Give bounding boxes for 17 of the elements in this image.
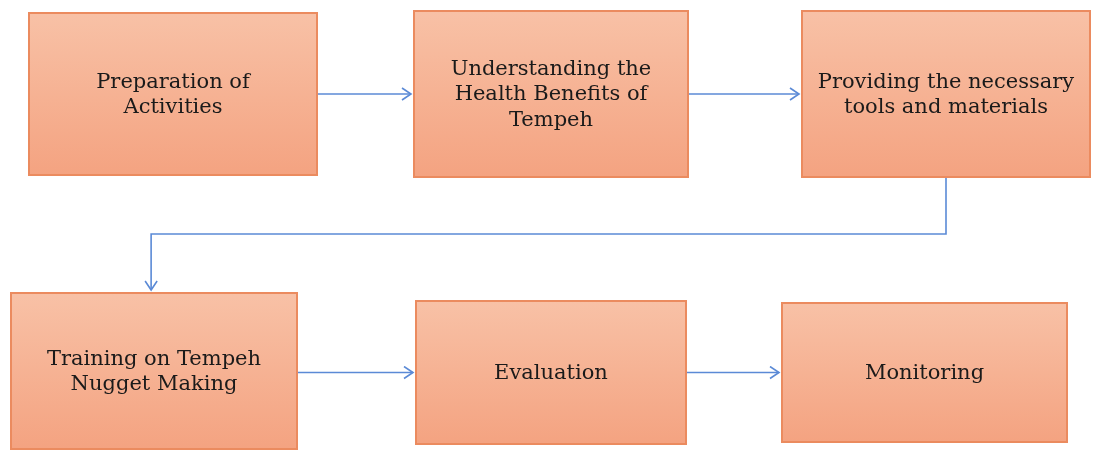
arrow bbox=[297, 365, 414, 380]
box-label: Evaluation bbox=[494, 359, 608, 386]
process-box bbox=[415, 300, 687, 445]
arrow bbox=[686, 365, 780, 380]
box-label: Providing the necessary tools and materials bbox=[817, 68, 1075, 120]
box-label: Preparation of Activities bbox=[95, 68, 252, 120]
process-box bbox=[28, 12, 318, 176]
process-box bbox=[781, 302, 1068, 443]
process-box bbox=[801, 10, 1091, 178]
box-label: Monitoring bbox=[864, 359, 985, 386]
box-label: Training on Tempeh Nugget Making bbox=[45, 345, 263, 397]
arrow bbox=[144, 177, 947, 291]
box-label: Understanding the Health Benefits of Tempeh bbox=[449, 56, 653, 132]
process-box bbox=[413, 10, 689, 178]
arrow bbox=[317, 87, 412, 101]
arrow bbox=[688, 87, 800, 101]
process-box bbox=[10, 292, 298, 450]
